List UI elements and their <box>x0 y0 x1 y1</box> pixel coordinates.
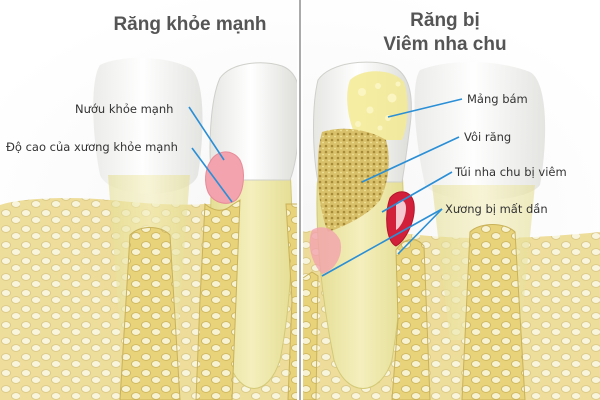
tartar-deposit <box>317 128 389 232</box>
plaque-bubbles <box>355 81 401 131</box>
label-inflamed-pocket: Túi nha chu bị viêm <box>454 165 567 179</box>
healthy-bone-inter-column <box>119 227 181 400</box>
label-healthy-bone-height: Độ cao của xương khỏe mạnh <box>6 140 178 154</box>
leader-tartar <box>361 136 460 183</box>
leader-healthy-gum <box>188 106 225 161</box>
diseased-neighbor-tooth-crown <box>414 61 546 200</box>
title-healthy: Răng khỏe mạnh <box>113 14 266 35</box>
leader-bone-loss-right <box>397 208 443 255</box>
label-bone-loss: Xương bị mất dần <box>445 202 548 216</box>
leader-plaque <box>387 98 463 118</box>
periodontitis-side <box>299 61 600 400</box>
label-plaque: Mảng bám <box>467 92 528 106</box>
healthy-gum <box>205 151 244 204</box>
diseased-bone-inter-column <box>461 224 526 400</box>
leader-inflamed-pocket <box>381 171 453 213</box>
healthy-side <box>0 57 301 400</box>
healthy-bone-left-column <box>195 199 241 400</box>
title-periodontitis-line2: Viêm nha chu <box>383 34 506 55</box>
leader-healthy-bone-height <box>191 147 233 203</box>
inflamed-pocket-highlight <box>396 200 406 230</box>
label-tartar: Vôi răng <box>464 130 511 144</box>
title-periodontitis-line1: Răng bị <box>410 10 480 31</box>
leader-bone-loss-left <box>321 208 443 277</box>
label-healthy-gum: Nướu khỏe mạnh <box>75 102 173 116</box>
receded-gum-left <box>309 227 342 274</box>
diseased-bone-right-column <box>391 239 431 400</box>
leader-lines <box>188 98 463 277</box>
healthy-neighbor-tooth-crown <box>93 57 203 194</box>
